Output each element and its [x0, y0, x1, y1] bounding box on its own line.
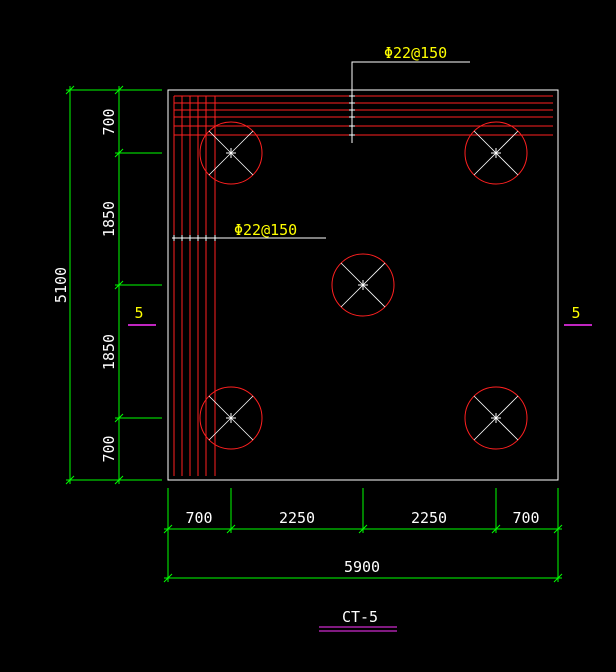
pile — [464, 386, 528, 450]
bottom-dim-segment-3: 2250 — [411, 509, 447, 527]
rebar-left-label: Φ22@150 — [234, 221, 297, 239]
left-dim-segment-3: 1850 — [100, 334, 118, 370]
left-dim-total: 5100 — [52, 267, 70, 303]
section-mark-right: 5 — [571, 304, 580, 322]
pile-cap-outline — [167, 89, 559, 481]
left-dimension-lines — [65, 85, 162, 485]
pile — [331, 253, 395, 317]
bottom-dim-segment-1: 700 — [185, 509, 212, 527]
bottom-dim-segment-2: 2250 — [279, 509, 315, 527]
left-dim-segment-2: 1850 — [100, 201, 118, 237]
rebar-top-leader — [349, 61, 470, 143]
left-dim-segment-4: 700 — [100, 435, 118, 462]
left-dim-segment-1: 700 — [100, 108, 118, 135]
pile — [199, 386, 263, 450]
rebar-vertical-group — [173, 96, 216, 476]
rebar-top-label: Φ22@150 — [384, 44, 447, 62]
bottom-dim-segment-4: 700 — [512, 509, 539, 527]
section-mark-left: 5 — [134, 304, 143, 322]
rebar-horizontal-group — [174, 95, 553, 136]
pile — [464, 121, 528, 185]
pile — [199, 121, 263, 185]
rebar-left-leader — [172, 235, 326, 241]
bottom-dimension-lines — [163, 488, 563, 583]
bottom-dim-total: 5900 — [344, 558, 380, 576]
drawing-title: CT-5 — [342, 608, 378, 626]
